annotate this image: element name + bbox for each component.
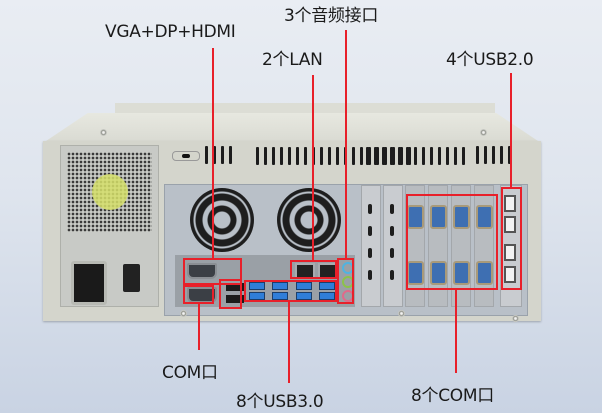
- highlight-usb3: [244, 280, 337, 302]
- com-port: [453, 205, 470, 229]
- psu-fan-grill: [67, 152, 152, 232]
- label-usb3-ports: 8个USB3.0: [236, 392, 324, 412]
- expansion-slot-blank: [383, 185, 403, 307]
- usb3-port: [249, 282, 265, 290]
- hdmi-port: [226, 295, 244, 303]
- leader-line-com-single: [198, 303, 200, 350]
- vent-slots: [366, 147, 465, 165]
- com-port: [407, 205, 424, 229]
- screw-icon: [100, 129, 107, 136]
- com-port: [453, 261, 470, 285]
- expansion-slot-blank: [361, 185, 381, 307]
- cable-hole-icon: [172, 151, 200, 161]
- usb3-port: [296, 282, 312, 290]
- label-usb2-ports: 4个USB2.0: [446, 50, 534, 70]
- label-com-single: COM口: [162, 363, 218, 383]
- fan-icon: [190, 188, 254, 252]
- psu-fan-icon: [92, 174, 128, 210]
- highlight-lan: [290, 260, 337, 279]
- screw-icon: [480, 129, 487, 136]
- leader-line-com-multi: [455, 289, 457, 373]
- vent-slots: [476, 146, 511, 164]
- leader-line-usb3: [288, 301, 290, 383]
- screw-icon: [180, 310, 187, 317]
- power-inlet-icon: [71, 261, 107, 305]
- com-port: [430, 261, 447, 285]
- label-com-multi: 8个COM口: [411, 386, 494, 406]
- fan-icon: [277, 188, 341, 252]
- screw-icon: [512, 315, 519, 322]
- usb3-port: [249, 292, 265, 300]
- power-switch[interactable]: [123, 264, 140, 292]
- usb3-port: [272, 292, 288, 300]
- usb2-port: [504, 216, 516, 233]
- power-supply: [60, 145, 159, 307]
- usb3-port: [319, 282, 335, 290]
- leader-line-video: [212, 48, 214, 259]
- usb2-port: [504, 244, 516, 261]
- highlight-com-single: [183, 285, 214, 304]
- highlight-usb2: [501, 187, 522, 290]
- com-port: [476, 261, 493, 285]
- highlight-vga: [183, 258, 242, 285]
- leader-line-lan: [312, 75, 314, 261]
- highlight-dp-hdmi: [219, 279, 242, 309]
- com-port: [476, 205, 493, 229]
- dp-port: [226, 283, 244, 291]
- leader-line-audio: [345, 30, 347, 259]
- highlight-audio: [337, 258, 354, 304]
- chassis-lid-back: [115, 103, 495, 115]
- label-audio-ports: 3个音频接口: [284, 6, 379, 26]
- usb2-port: [504, 195, 516, 212]
- leader-line-usb2: [510, 73, 512, 188]
- screw-icon: [398, 310, 405, 317]
- highlight-com-multi: [406, 194, 498, 290]
- chassis-lid: [43, 113, 541, 143]
- label-video-ports: VGA+DP+HDMI: [105, 22, 236, 42]
- label-lan-ports: 2个LAN: [262, 50, 323, 70]
- usb3-port: [272, 282, 288, 290]
- vga-port: [187, 263, 217, 279]
- usb3-port: [296, 292, 312, 300]
- com-port: [407, 261, 424, 285]
- vent-slots: [205, 146, 232, 164]
- com-port: [430, 205, 447, 229]
- usb2-port: [504, 266, 516, 283]
- usb3-port: [319, 292, 335, 300]
